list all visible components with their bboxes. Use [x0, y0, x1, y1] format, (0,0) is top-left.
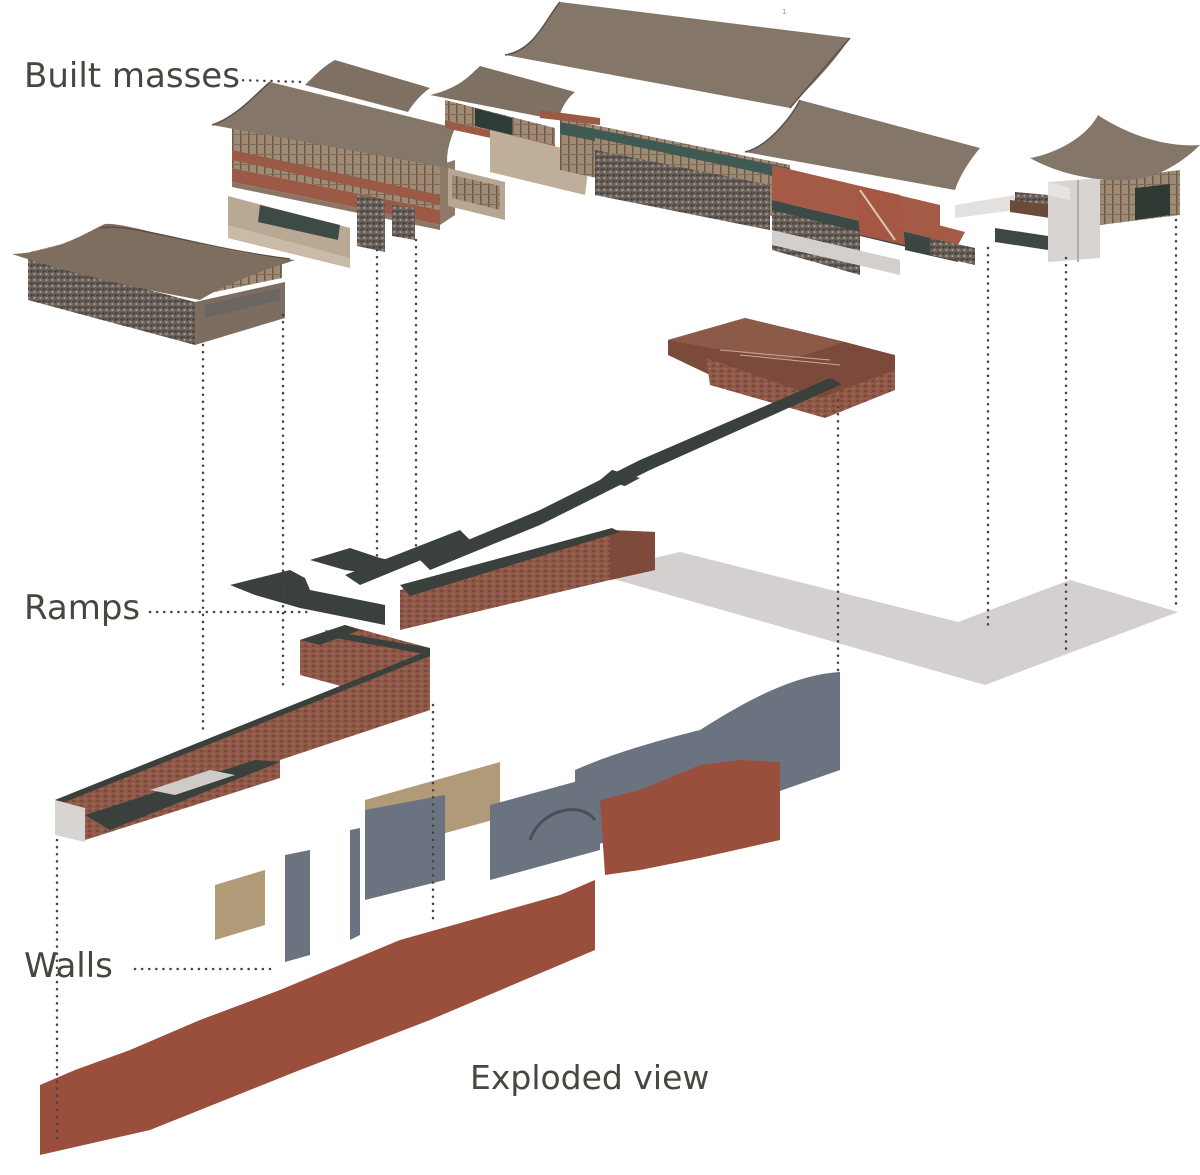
wall-blue-panel-3 — [365, 795, 445, 900]
built-masses-layer — [12, 1, 1200, 345]
label-built-masses: Built masses — [24, 56, 240, 96]
leader-lines — [55, 78, 1178, 1142]
wall-red-upper — [600, 760, 780, 875]
ramp-upper-platform — [668, 318, 895, 418]
label-ramps: Ramps — [24, 588, 141, 628]
building-center — [430, 66, 590, 220]
wall-blue-panel-4 — [490, 775, 600, 880]
building-main-hall — [504, 1, 851, 230]
label-walls: Walls — [24, 946, 113, 986]
ramp-middle-wall — [345, 528, 655, 630]
ramp-landing — [600, 470, 640, 486]
building-pavilion-east — [955, 115, 1200, 262]
ramp-long — [420, 378, 842, 570]
wall-sand-small — [215, 870, 265, 940]
wall-blue-panel-1 — [285, 850, 310, 962]
wall-red-long — [40, 880, 595, 1155]
ramp-lower — [55, 650, 430, 842]
walls-layer — [40, 672, 840, 1155]
ramps-layer — [55, 318, 895, 842]
leader-built-masses — [234, 78, 307, 84]
diagram-caption: Exploded view — [470, 1058, 710, 1097]
ramp-landing-upper — [310, 548, 400, 575]
drawing-marker: 1 — [782, 8, 787, 16]
ramp-landing-cross — [230, 570, 385, 625]
left-pavilion — [12, 223, 295, 345]
building-west — [211, 60, 455, 268]
ground-shadow — [610, 552, 1178, 685]
building-east — [744, 99, 980, 275]
wall-blue-panel-2 — [350, 828, 360, 940]
